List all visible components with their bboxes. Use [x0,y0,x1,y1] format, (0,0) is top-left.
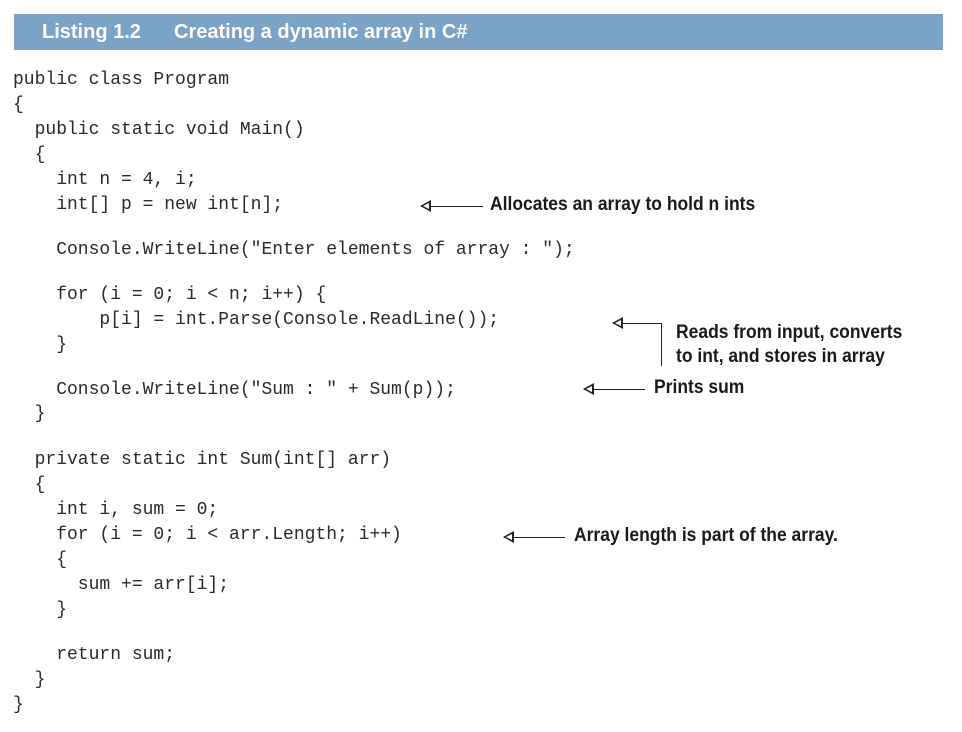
listing-header: Listing 1.2 Creating a dynamic array in … [14,14,943,50]
code-line: int i, sum = 0; [13,500,219,520]
code-line: public class Program [13,70,230,90]
code-line: } [13,670,46,690]
annotation-arrow-left-icon [420,199,483,212]
annotation-prints-sum: Prints sum [654,377,745,398]
listing-title: Creating a dynamic array in C# [174,21,468,43]
code-line: } [13,600,68,620]
code-line: int n = 4, i; [13,170,197,190]
annotation-reads-line-2: to int, and stores in array [676,346,885,367]
code-line: private static int Sum(int[] arr) [13,450,392,470]
code-line: { [13,145,46,165]
code-line: { [13,550,68,570]
code-line: p[i] = int.Parse(Console.ReadLine()); [13,310,500,330]
code-line: Console.WriteLine("Enter elements of arr… [13,240,575,260]
annotation-reads-line-1: Reads from input, converts [676,322,903,343]
code-line: { [13,475,46,495]
listing-number: Listing 1.2 [42,21,141,43]
annotation-arrow-left-icon [503,530,565,543]
code-line: for (i = 0; i < arr.Length; i++) [13,525,402,545]
code-line: } [13,695,24,715]
code-line: } [13,404,46,424]
annotation-array-length: Array length is part of the array. [574,525,838,546]
code-line: for (i = 0; i < n; i++) { [13,285,327,305]
code-line: return sum; [13,645,176,665]
annotation-arrow-left-icon [583,382,645,395]
annotation-allocates: Allocates an array to hold n ints [490,194,756,215]
code-line: Console.WriteLine("Sum : " + Sum(p)); [13,380,456,400]
code-line: { [13,95,24,115]
code-line: int[] p = new int[n]; [13,195,284,215]
code-line: public static void Main() [13,120,305,140]
code-line: } [13,335,68,355]
code-line: sum += arr[i]; [13,575,230,595]
annotation-arrow-left-icon [612,316,662,329]
annotation-bracket-line [661,323,662,366]
